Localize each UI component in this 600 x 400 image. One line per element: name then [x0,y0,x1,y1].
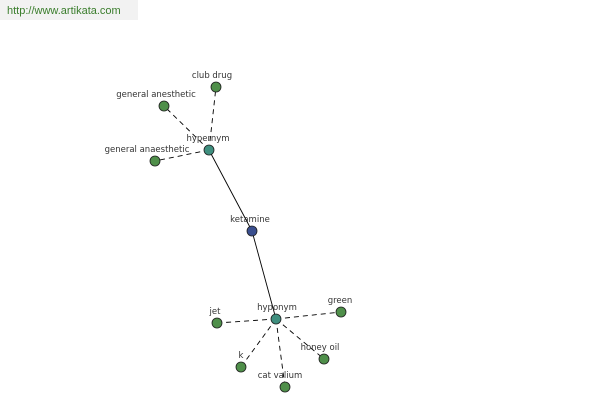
label-jet[interactable]: jet [209,307,222,317]
url-banner: http://www.artikata.com [0,0,138,20]
site-url[interactable]: http://www.artikata.com [7,5,121,17]
graph-labels: ketamine hypernym club drug general anesthe… [105,71,353,381]
node-ketamine[interactable] [246,225,258,237]
label-general-anesthetic[interactable]: general anesthetic [116,90,196,100]
edge-hyponym-honey-oil [275,318,325,360]
label-general-anaesthetic[interactable]: general anaesthetic [105,145,190,155]
node-green[interactable] [335,306,347,318]
edge-hyponym-jet [216,318,277,324]
node-club-drug[interactable] [210,81,222,93]
edge-hyponym-green [275,311,342,320]
edge-hyponym-k [240,318,277,368]
node-hypernym[interactable] [203,144,215,156]
node-cat-valium[interactable] [279,381,291,393]
label-hypernym[interactable]: hypernym [186,134,229,144]
edge-hyponym-cat-valium [275,318,286,388]
label-hyponym[interactable]: hyponym [257,303,297,313]
label-ketamine[interactable]: ketamine [230,215,270,225]
node-general-anesthetic[interactable] [158,100,170,112]
edge-hypernym-general-anaesthetic [154,149,210,162]
node-honey-oil[interactable] [318,353,330,365]
label-k[interactable]: k [239,351,244,361]
graph-edges [154,86,342,388]
node-jet[interactable] [211,317,223,329]
label-green[interactable]: green [328,296,353,306]
node-hyponym[interactable] [270,313,282,325]
graph-nodes [149,81,347,393]
label-club-drug[interactable]: club drug [192,71,232,81]
edge-hypernym-club-drug [208,86,217,151]
label-honey-oil[interactable]: honey oil [301,343,340,353]
node-general-anaesthetic[interactable] [149,155,161,167]
edge-ketamine-hyponym [251,230,277,320]
node-k[interactable] [235,361,247,373]
edge-hypernym-general-anesthetic [163,105,210,151]
label-cat-valium[interactable]: cat valium [258,371,303,381]
edge-ketamine-hypernym [208,149,253,232]
